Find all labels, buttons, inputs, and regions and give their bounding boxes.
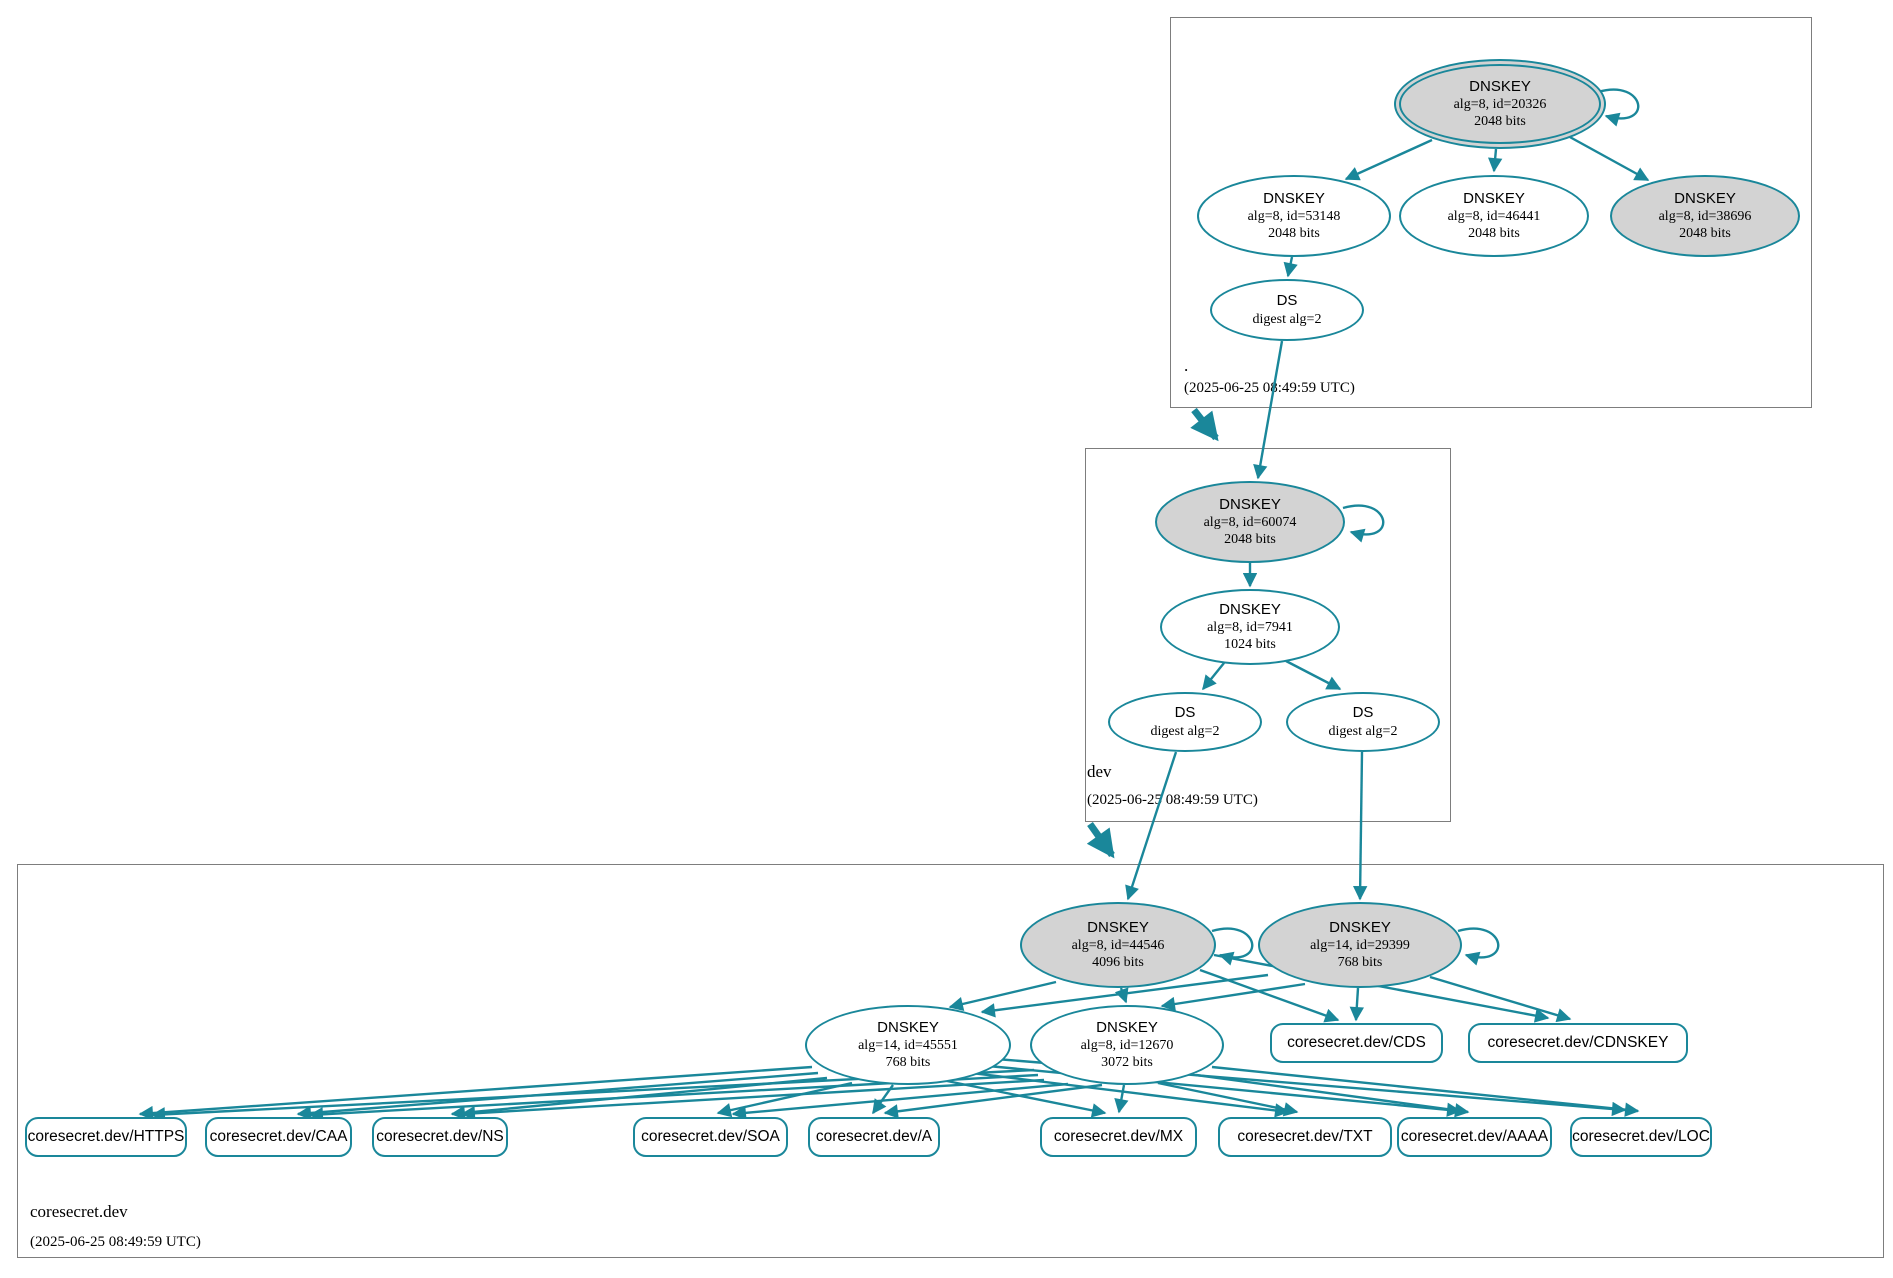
node-digest: digest alg=2 xyxy=(1328,723,1398,739)
self-loop-dev-ksk xyxy=(1342,504,1385,543)
node-type: DS xyxy=(1352,704,1374,722)
rrset-ns-node[interactable]: coresecret.dev/NS xyxy=(372,1117,508,1157)
rrset-soa-node[interactable]: coresecret.dev/SOA xyxy=(633,1117,788,1157)
node-bits: 2048 bits xyxy=(1224,532,1276,548)
node-alg-id: alg=8, id=53148 xyxy=(1247,209,1341,225)
node-bits: 768 bits xyxy=(885,1055,931,1071)
zone-box-root xyxy=(1170,17,1812,408)
zone-label-root: . xyxy=(1184,356,1189,375)
node-type: DNSKEY xyxy=(1329,918,1391,936)
dev-ds1-node[interactable]: DS digest alg=2 xyxy=(1108,692,1262,752)
node-alg-id: alg=8, id=44546 xyxy=(1071,938,1165,954)
node-alg-id: alg=8, id=60074 xyxy=(1203,515,1297,531)
node-bits: 2048 bits xyxy=(1268,226,1320,242)
node-digest: digest alg=2 xyxy=(1252,311,1322,327)
node-bits: 4096 bits xyxy=(1092,955,1144,971)
node-alg-id: alg=8, id=46441 xyxy=(1447,209,1541,225)
node-alg-id: alg=14, id=29399 xyxy=(1310,938,1410,954)
rrset-https-node[interactable]: coresecret.dev/HTTPS xyxy=(25,1117,187,1157)
node-type: DNSKEY xyxy=(1087,918,1149,936)
node-bits: 3072 bits xyxy=(1101,1055,1153,1071)
root-ds-node[interactable]: DS digest alg=2 xyxy=(1210,279,1364,341)
coresecret-ksk1-dnskey-node[interactable]: DNSKEY alg=8, id=44546 4096 bits xyxy=(1020,902,1216,988)
coresecret-ksk2-dnskey-node[interactable]: DNSKEY alg=14, id=29399 768 bits xyxy=(1258,902,1462,988)
rrset-mx-node[interactable]: coresecret.dev/MX xyxy=(1040,1117,1197,1157)
node-bits: 2048 bits xyxy=(1679,226,1731,242)
rrset-aaaa-node[interactable]: coresecret.dev/AAAA xyxy=(1397,1117,1552,1157)
root-zsk2-dnskey-node[interactable]: DNSKEY alg=8, id=46441 2048 bits xyxy=(1399,175,1589,257)
node-alg-id: alg=8, id=12670 xyxy=(1080,1038,1174,1054)
node-digest: digest alg=2 xyxy=(1150,723,1220,739)
node-bits: 768 bits xyxy=(1337,955,1383,971)
node-alg-id: alg=8, id=38696 xyxy=(1658,209,1752,225)
node-type: DS xyxy=(1276,292,1298,310)
node-type: DNSKEY xyxy=(1674,189,1736,207)
node-type: DNSKEY xyxy=(1463,189,1525,207)
node-bits: 2048 bits xyxy=(1474,114,1526,130)
node-type: DS xyxy=(1174,704,1196,722)
node-alg-id: alg=8, id=7941 xyxy=(1207,620,1293,636)
node-alg-id: alg=8, id=20326 xyxy=(1453,97,1547,113)
zone-box-dev xyxy=(1085,448,1451,822)
zone-timestamp-dev: (2025-06-25 08:49:59 UTC) xyxy=(1087,792,1258,808)
dev-zsk-dnskey-node[interactable]: DNSKEY alg=8, id=7941 1024 bits xyxy=(1160,589,1340,665)
node-type: DNSKEY xyxy=(877,1018,939,1036)
node-type: DNSKEY xyxy=(1263,189,1325,207)
rrset-loc-node[interactable]: coresecret.dev/LOC xyxy=(1570,1117,1712,1157)
cds-rrset-node[interactable]: coresecret.dev/CDS xyxy=(1270,1023,1443,1063)
rrset-caa-node[interactable]: coresecret.dev/CAA xyxy=(205,1117,352,1157)
self-loop-ksk-44546 xyxy=(1211,927,1254,966)
dev-ds2-node[interactable]: DS digest alg=2 xyxy=(1286,692,1440,752)
root-ksk-dnskey-node[interactable]: DNSKEY alg=8, id=20326 2048 bits xyxy=(1394,59,1606,149)
zone-timestamp-coresecret: (2025-06-25 08:49:59 UTC) xyxy=(30,1234,201,1250)
dev-ksk-dnskey-node[interactable]: DNSKEY alg=8, id=60074 2048 bits xyxy=(1155,481,1345,563)
node-type: DNSKEY xyxy=(1219,600,1281,618)
cdnskey-rrset-node[interactable]: coresecret.dev/CDNSKEY xyxy=(1468,1023,1688,1063)
delegation-edges xyxy=(1086,407,1219,859)
rrset-a-node[interactable]: coresecret.dev/A xyxy=(808,1117,940,1157)
coresecret-zsk2-dnskey-node[interactable]: DNSKEY alg=8, id=12670 3072 bits xyxy=(1030,1005,1224,1085)
self-loop-root-ksk xyxy=(1597,88,1640,127)
node-type: DNSKEY xyxy=(1469,77,1531,95)
node-type: DNSKEY xyxy=(1219,495,1281,513)
zone-box-coresecret xyxy=(17,864,1884,1258)
zone-label-dev: dev xyxy=(1087,762,1112,781)
root-ksk2-dnskey-node[interactable]: DNSKEY alg=8, id=38696 2048 bits xyxy=(1610,175,1800,257)
zone-label-coresecret: coresecret.dev xyxy=(30,1202,128,1221)
zone-timestamp-root: (2025-06-25 08:49:59 UTC) xyxy=(1184,380,1355,396)
coresecret-zsk1-dnskey-node[interactable]: DNSKEY alg=14, id=45551 768 bits xyxy=(805,1005,1011,1085)
rrset-txt-node[interactable]: coresecret.dev/TXT xyxy=(1218,1117,1392,1157)
node-bits: 1024 bits xyxy=(1224,637,1276,653)
node-bits: 2048 bits xyxy=(1468,226,1520,242)
self-loop-ksk-29399 xyxy=(1457,927,1500,966)
node-type: DNSKEY xyxy=(1096,1018,1158,1036)
root-zsk1-dnskey-node[interactable]: DNSKEY alg=8, id=53148 2048 bits xyxy=(1197,175,1391,257)
node-alg-id: alg=14, id=45551 xyxy=(858,1038,958,1054)
